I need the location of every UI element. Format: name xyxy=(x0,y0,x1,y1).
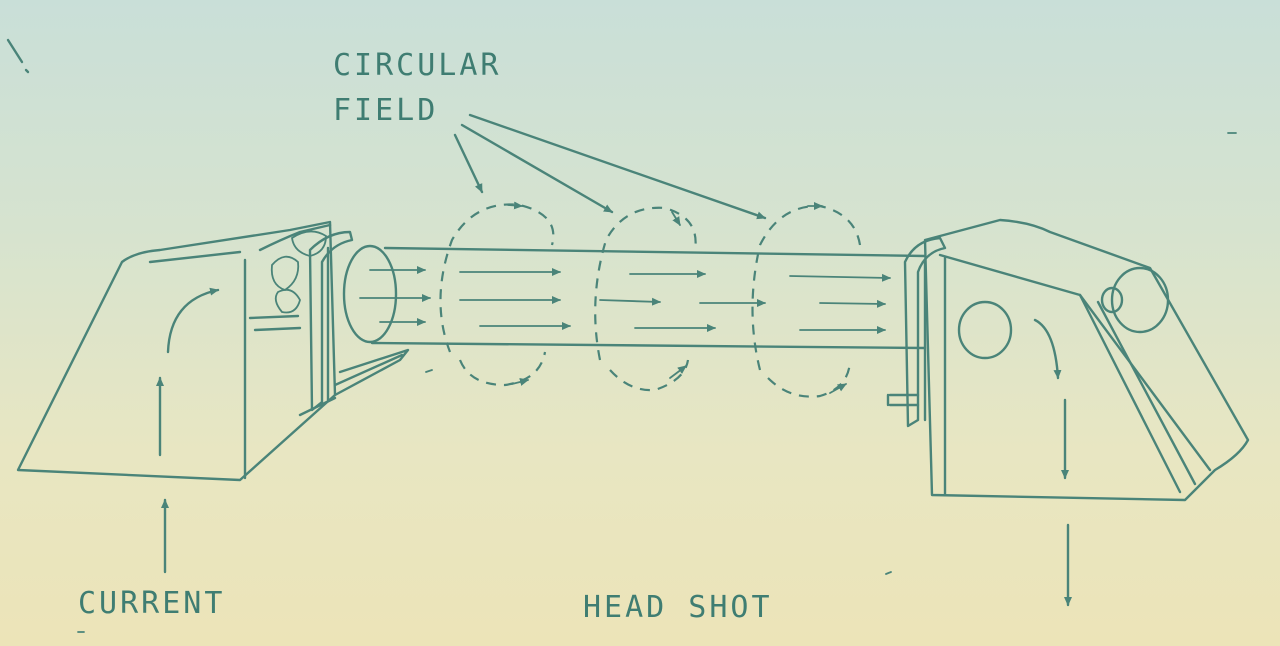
label-current: CURRENT xyxy=(78,586,225,621)
leader-line-2 xyxy=(460,123,614,214)
circular-field-loop-3 xyxy=(751,202,862,398)
speck-marks xyxy=(77,132,1237,633)
label-circular-field-line-2: FIELD xyxy=(333,93,438,128)
exit-arrow-curve xyxy=(1033,318,1062,380)
stray-mark xyxy=(6,38,30,74)
left-head-stock xyxy=(16,220,410,482)
label-head-shot: HEAD SHOT xyxy=(583,590,773,625)
circular-field-loop-2 xyxy=(594,206,697,392)
circular-field-loop-1 xyxy=(439,201,555,387)
leader-line-1 xyxy=(453,133,484,194)
leader-line-3 xyxy=(468,113,767,220)
current-arrow-curve xyxy=(166,287,220,354)
workpiece-bar xyxy=(342,244,927,350)
label-circular-field-line-1: CIRCULAR xyxy=(333,48,502,83)
right-head-stock xyxy=(886,218,1250,502)
